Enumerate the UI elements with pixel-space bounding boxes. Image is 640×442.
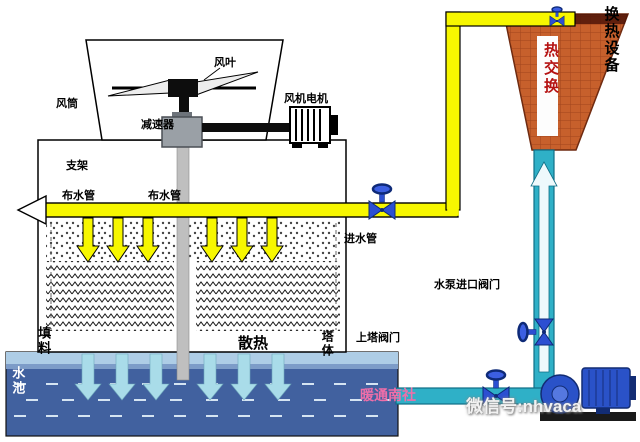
water-pool-label: 水池 [10, 366, 26, 396]
fan-motor [289, 106, 338, 148]
water-pump [540, 367, 636, 421]
reducer [161, 116, 203, 148]
support-label: 支架 [66, 160, 88, 172]
fill-label: 填料 [36, 326, 52, 356]
hot-water-pipe-riser [445, 11, 576, 216]
watermark-wechat: 微信号:nhvaca [466, 397, 582, 416]
hot-water-arrows [76, 217, 284, 263]
fill-block-left [46, 261, 174, 331]
inlet-pipe-label: 进水管 [344, 233, 377, 245]
watermark-brand: 暖通南社 [360, 387, 416, 403]
drive-link [202, 123, 290, 132]
fan-hub [168, 79, 198, 97]
heat-dissipation-label: 散热 [238, 335, 269, 352]
drive-shaft [176, 145, 190, 381]
wind-duct-label: 风筒 [56, 98, 78, 110]
tower-body-label: 塔体 [320, 330, 335, 358]
reducer-label: 减速器 [141, 119, 174, 131]
cold-water-pipe-riser [530, 149, 558, 395]
water-pool [5, 351, 399, 437]
heat-exchange-equipment-label: 换热设备 [602, 6, 620, 74]
fill-block-right [196, 261, 340, 331]
fan-blade-label: 风叶 [214, 57, 236, 69]
flow-up-arrow [530, 161, 558, 373]
heat-exchanger [503, 13, 630, 151]
tower-body [37, 139, 347, 381]
outflow-arrow [16, 194, 47, 226]
fan-motor-label: 风机电机 [284, 93, 328, 105]
water-pipe-label-left: 布水管 [62, 190, 95, 202]
fan-blade-pointer [203, 67, 221, 81]
heat-exchanger-label-strip [537, 36, 558, 136]
pump-inlet-valve-label: 水泵进口阀门 [434, 279, 500, 291]
cold-water-arrows [74, 353, 292, 401]
upper-tower-valve-label: 上塔阀门 [356, 332, 400, 344]
heat-exchanger-label: 热交换 [542, 42, 559, 96]
fan-assembly [85, 39, 338, 148]
water-pipe-label-right: 布水管 [148, 190, 181, 202]
